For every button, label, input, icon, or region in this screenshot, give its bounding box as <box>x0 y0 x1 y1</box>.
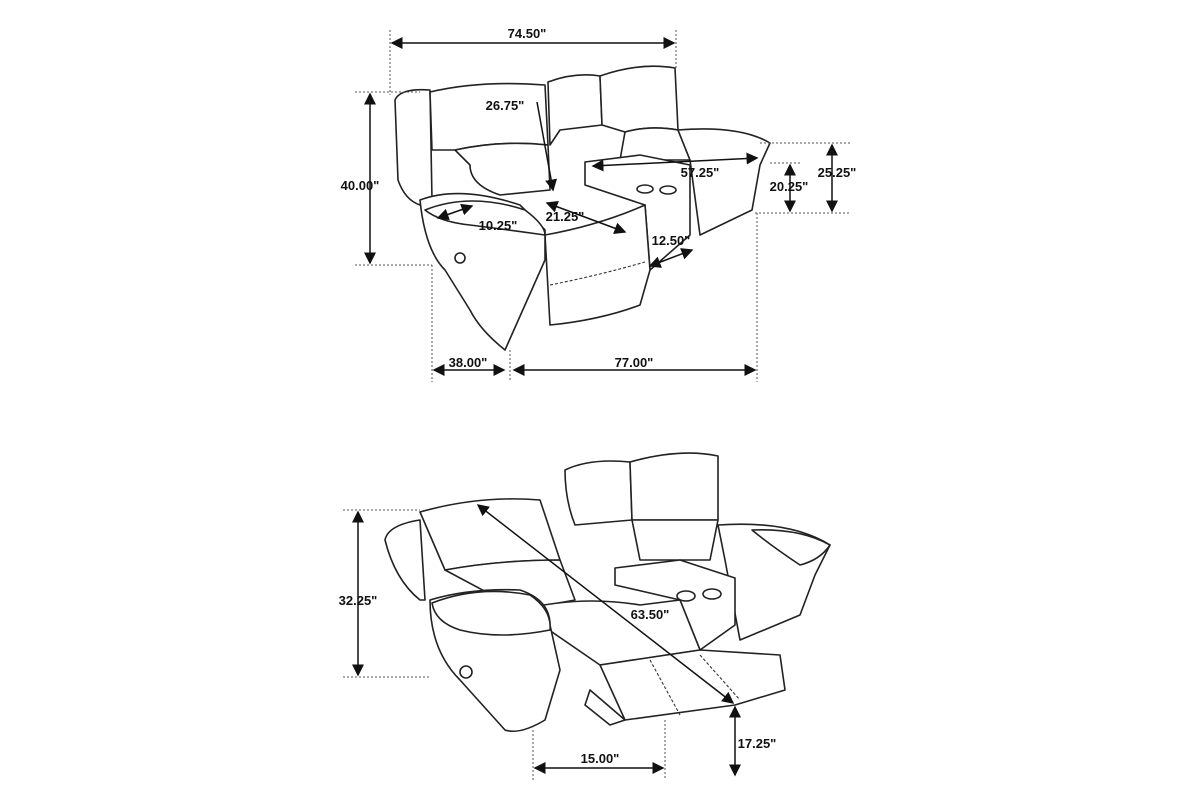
dim-seat-width: 21.25" <box>546 209 585 224</box>
dim-depth: 38.00" <box>449 355 488 370</box>
dim-back-height: 26.75" <box>486 98 525 113</box>
upright-dimension-lines <box>355 30 850 382</box>
dim-console-width: 12.50" <box>652 233 691 248</box>
dim-overall-height: 40.00" <box>341 178 380 193</box>
reclined-dimension-lines <box>343 504 741 780</box>
dim-arm-height: 25.25" <box>818 165 857 180</box>
dim-seat-width-right: 57.25" <box>681 165 720 180</box>
dim-overall-length: 77.00" <box>615 355 654 370</box>
dim-seat-height: 20.25" <box>770 179 809 194</box>
dim-reclined-length: 63.50" <box>631 607 670 622</box>
dim-footrest-height: 17.25" <box>738 736 777 751</box>
reclined-sofa-drawing <box>384 452 831 733</box>
dim-arm-width: 10.25" <box>479 218 518 233</box>
dim-reclined-height: 32.25" <box>339 593 378 608</box>
dim-overall-width: 74.50" <box>508 26 547 41</box>
dim-footrest-extension: 15.00" <box>581 751 620 766</box>
